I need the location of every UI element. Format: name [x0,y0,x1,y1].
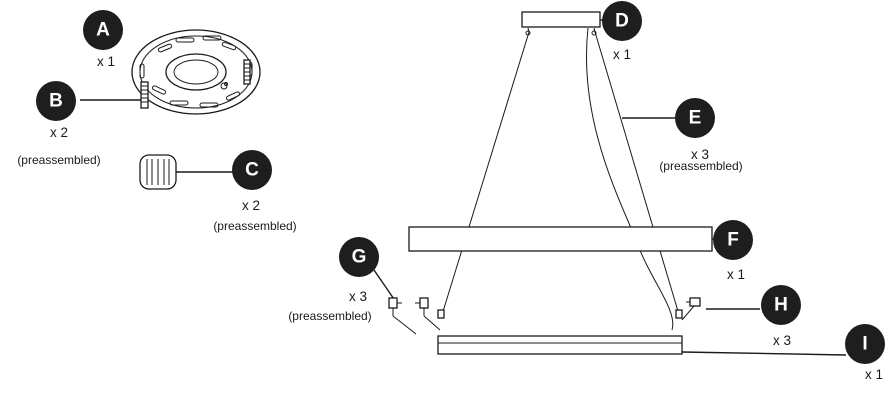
badge-c-letter: C [245,160,259,181]
quantity-f: x 1 [727,267,745,282]
quantity-e: x 3 [691,147,709,162]
badge-f: F [713,220,753,260]
badge-h: H [761,285,801,325]
note-g: (preassembled) [288,309,371,323]
suspension-cables-illustration [440,27,681,331]
upper-ring-illustration [408,226,716,252]
badge-g-letter: G [352,247,367,268]
quantity-b: x 2 [50,125,68,140]
note-b: (preassembled) [17,153,100,167]
badge-f-letter: F [727,230,739,251]
badge-e: E [675,98,715,138]
gripper-connectors-illustration [373,269,683,335]
badge-i: I [845,324,885,364]
mounting-plate-illustration [131,29,261,115]
badge-i-letter: I [862,334,867,355]
badge-b: B [36,81,76,121]
badge-d: D [602,1,642,41]
canopy-illustration [521,11,614,28]
quantity-g: x 3 [349,289,367,304]
quantity-c: x 2 [242,198,260,213]
lower-ring-illustration [437,335,847,356]
badge-d-letter: D [615,11,629,32]
note-e: (preassembled) [659,159,742,173]
note-c: (preassembled) [213,219,296,233]
badge-a-letter: A [96,20,110,41]
badge-a: A [83,10,123,50]
badge-c: C [232,150,272,190]
quantity-a: x 1 [97,54,115,69]
badge-g: G [339,237,379,277]
screws-illustration [80,81,149,109]
badge-b-letter: B [49,91,63,112]
quantity-i: x 1 [865,367,883,382]
spacer-illustration [681,297,760,321]
badge-e-letter: E [689,108,702,129]
wire-connector-illustration [139,154,236,190]
quantity-h: x 3 [773,333,791,348]
quantity-d: x 1 [613,47,631,62]
badge-h-letter: H [774,295,788,316]
